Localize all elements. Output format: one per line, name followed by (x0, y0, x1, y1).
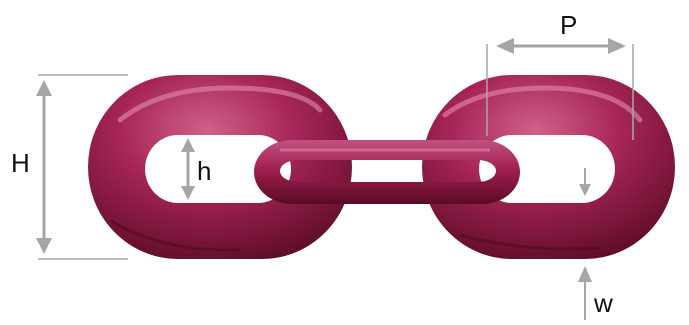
right-chain-link (422, 75, 675, 259)
inner-height-dimension (181, 138, 195, 200)
wire-diameter-dimension (578, 168, 592, 320)
pitch-dimension (486, 38, 634, 140)
inner-height-label: h (197, 156, 211, 186)
wire-diameter-label: w (593, 288, 613, 318)
left-chain-link (88, 75, 352, 259)
pitch-label: P (560, 10, 577, 40)
height-dimension (36, 74, 128, 260)
middle-chain-link (254, 140, 520, 204)
height-label: H (11, 148, 30, 178)
